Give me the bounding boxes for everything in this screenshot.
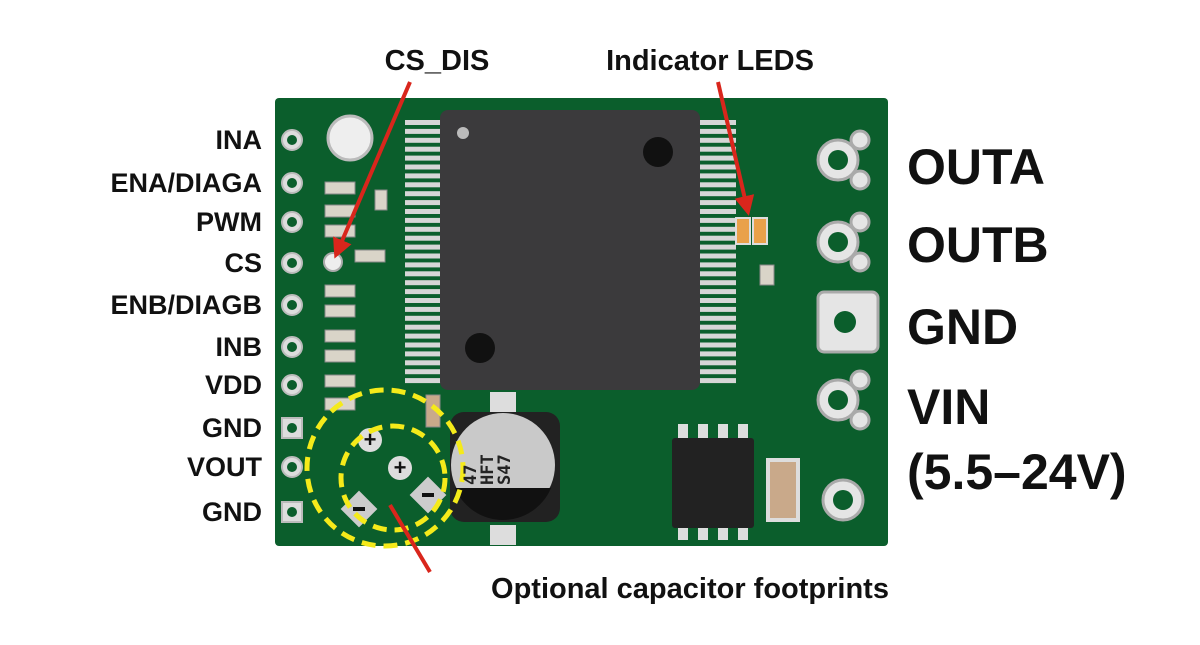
electrolytic-capacitor [450,392,560,545]
chip-pin [405,342,441,348]
svg-text:+: + [364,427,377,452]
chip-pin [405,306,441,312]
chip-pin [700,173,736,179]
chip-pin [700,200,736,206]
cs-dis-callout: CS_DIS [384,45,490,77]
chip-pin [700,360,736,366]
chip-pin [405,155,441,161]
chip-pin [405,289,441,295]
chip-pin [700,244,736,250]
chip-pin [405,333,441,339]
chip-pin [700,342,736,348]
pin-label-pwm: PWM [196,207,262,237]
chip-pin [700,226,736,232]
pin-label-vdd: VDD [204,370,262,400]
pin-label-vout: VOUT [186,452,262,482]
chip-pin [405,315,441,321]
chip-pin [405,226,441,232]
callout-arrows [333,81,755,574]
chip-pin [405,324,441,330]
chip-pin [405,217,441,223]
cap-footprints-callout: Optional capacitor footprints [491,573,889,605]
main-chip [440,110,700,390]
chip-pin [700,280,736,286]
chip-pin [700,253,736,259]
capacitor-marking: 47 HFT S47 [461,435,515,485]
chip-pin [405,164,441,170]
pin-label-outa: OUTA [907,139,1045,195]
chip-pin [700,164,736,170]
chip-pin [700,209,736,214]
chip-pin [405,360,441,366]
chip-pin [405,200,441,206]
chip-pin [700,306,736,312]
pin-label-gnd: GND [202,413,262,443]
chip-pin [405,235,441,241]
chip-pin [700,262,736,268]
chip-pin [700,289,736,295]
chip-pin [405,146,441,152]
pin-label-inb: INB [215,332,263,362]
chip-pin [700,298,736,303]
indicator-leds-callout: Indicator LEDS [606,45,814,77]
chip-pin [405,120,441,125]
chip-pin [700,137,736,143]
pin-label-enb-diagb: ENB/DIAGB [110,290,262,320]
chip-pin [405,191,441,197]
chip-pin [405,182,441,188]
chip-pin [700,271,736,277]
chip-pin [405,137,441,143]
svg-text:+: + [394,455,407,480]
pin-label-gnd-power: GND [907,299,1019,355]
chip-pin [405,351,441,357]
chip-pin [700,182,736,188]
chip-pin [405,262,441,268]
chip-pins [405,120,736,384]
chip-pin [700,333,736,339]
cs-dis-pad [323,252,343,272]
pin-label-ena-diaga: ENA/DIAGA [110,168,262,198]
chip-pin [700,351,736,357]
pin-label-vin-range: (5.5–24V) [907,444,1127,500]
chip-pin [700,324,736,330]
smd-resistors [324,181,775,428]
chip-pin [700,217,736,223]
chip-pin [405,244,441,250]
chip-pin [700,378,736,384]
chip-pin [700,315,736,321]
chip-pin [405,173,441,179]
indicator-leds [735,217,768,245]
chip-pin [405,298,441,303]
chip-pin [405,209,441,214]
mounting-hole [326,114,374,162]
chip-pin [405,280,441,286]
pin-label-cs: CS [224,248,262,278]
chip-pin [700,146,736,152]
pin-label-ina: INA [215,125,263,155]
pin-label-gnd-2: GND [202,497,262,527]
chip-pin [700,369,736,375]
footprint-highlight [304,387,466,549]
pin-label-outb: OUTB [907,217,1049,273]
chip-pin [700,155,736,161]
capacitor-marking-line: S47 [495,454,515,485]
chip-pin [405,271,441,277]
chip-pin [405,369,441,375]
chip-pin [700,128,736,134]
chip-pin [700,191,736,197]
chip-pin [405,128,441,134]
chip-pin [700,235,736,241]
pin-label-vin: VIN [907,379,991,435]
regulator-chip [672,424,800,540]
chip-pin [700,120,736,125]
chip-pin [405,378,441,384]
chip-pin [405,253,441,259]
